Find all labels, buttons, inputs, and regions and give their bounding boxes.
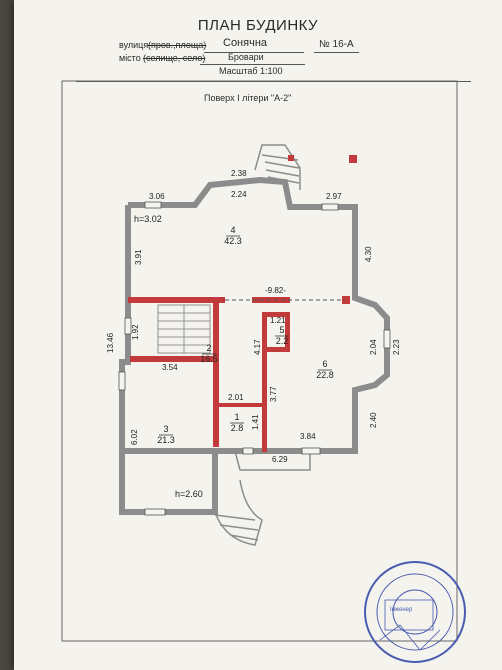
- dimension-label: 3.06: [149, 192, 165, 201]
- dimension-label: 3.84: [300, 432, 316, 441]
- street-type-struck: (пров.,площа): [148, 40, 207, 50]
- street-value: Сонячна: [223, 37, 268, 49]
- room-number: 3: [163, 424, 168, 434]
- highlight-mark: [288, 155, 294, 161]
- dimension-label: 6.29: [272, 455, 288, 464]
- page-title: ПЛАН БУДИНКУ: [197, 17, 319, 34]
- house-number: № 16-А: [319, 39, 354, 50]
- city-value: Бровари: [228, 52, 264, 62]
- official-stamp: Інженер: [364, 561, 466, 663]
- dimension-label: 6.02: [130, 429, 139, 445]
- room-number: 5: [279, 325, 284, 335]
- plan-frame: [61, 80, 458, 642]
- room-number: 1: [234, 412, 239, 422]
- dimension-label: 13.46: [106, 332, 115, 353]
- dimension-label: 2.04: [369, 339, 378, 355]
- dimension-label: 3.54: [162, 363, 178, 372]
- scale-label: Масштаб 1:100: [219, 66, 283, 76]
- dimension-label: 1.92: [131, 324, 140, 340]
- room-area: 2.2: [276, 336, 289, 346]
- dimension-label: 4.30: [364, 246, 373, 262]
- room-area: 22.8: [316, 370, 334, 380]
- dimension-label: 2.24: [231, 190, 247, 199]
- stairs-interior: [157, 304, 211, 354]
- dimension-label: 3.91: [134, 249, 143, 265]
- stamp-text: Інженер: [390, 607, 413, 613]
- room-number: 6: [322, 359, 327, 369]
- room-area: 16.5: [200, 354, 218, 364]
- room-area: 21.3: [157, 435, 175, 445]
- dimension-label: -9.82-: [265, 286, 286, 295]
- floor-label: Поверх І літери "А-2": [204, 93, 292, 103]
- dimension-label: 2.38: [231, 169, 247, 178]
- dimension-label: 4.17: [253, 339, 262, 355]
- height-upper: h=3.02: [134, 214, 162, 224]
- street-label: вулиця: [119, 40, 149, 50]
- city-type-struck: (селище, село): [143, 53, 206, 63]
- room-number: 2: [206, 343, 211, 353]
- dimension-label: 1.21: [270, 316, 286, 325]
- windows: [118, 201, 391, 516]
- height-lower: h=2.60: [175, 489, 203, 499]
- dimension-label: 2.40: [369, 412, 378, 428]
- city-label: місто: [119, 53, 141, 63]
- highlight-mark: [349, 155, 357, 163]
- dimension-label: 2.97: [326, 192, 342, 201]
- dimension-label: 1.41: [251, 414, 260, 430]
- stairs-bottom: [214, 479, 263, 546]
- document-sheet: ПЛАН БУДИНКУ вулиця (пров.,площа) Сонячн…: [14, 0, 502, 670]
- room-number: 4: [230, 225, 235, 235]
- dimension-label: 3.77: [269, 386, 278, 402]
- dimension-label: 2.01: [228, 393, 244, 402]
- dimension-label: 2.23: [392, 339, 401, 355]
- room-area: 2.8: [231, 423, 244, 433]
- interior-walls: [128, 296, 350, 452]
- room-area: 42.3: [224, 236, 242, 246]
